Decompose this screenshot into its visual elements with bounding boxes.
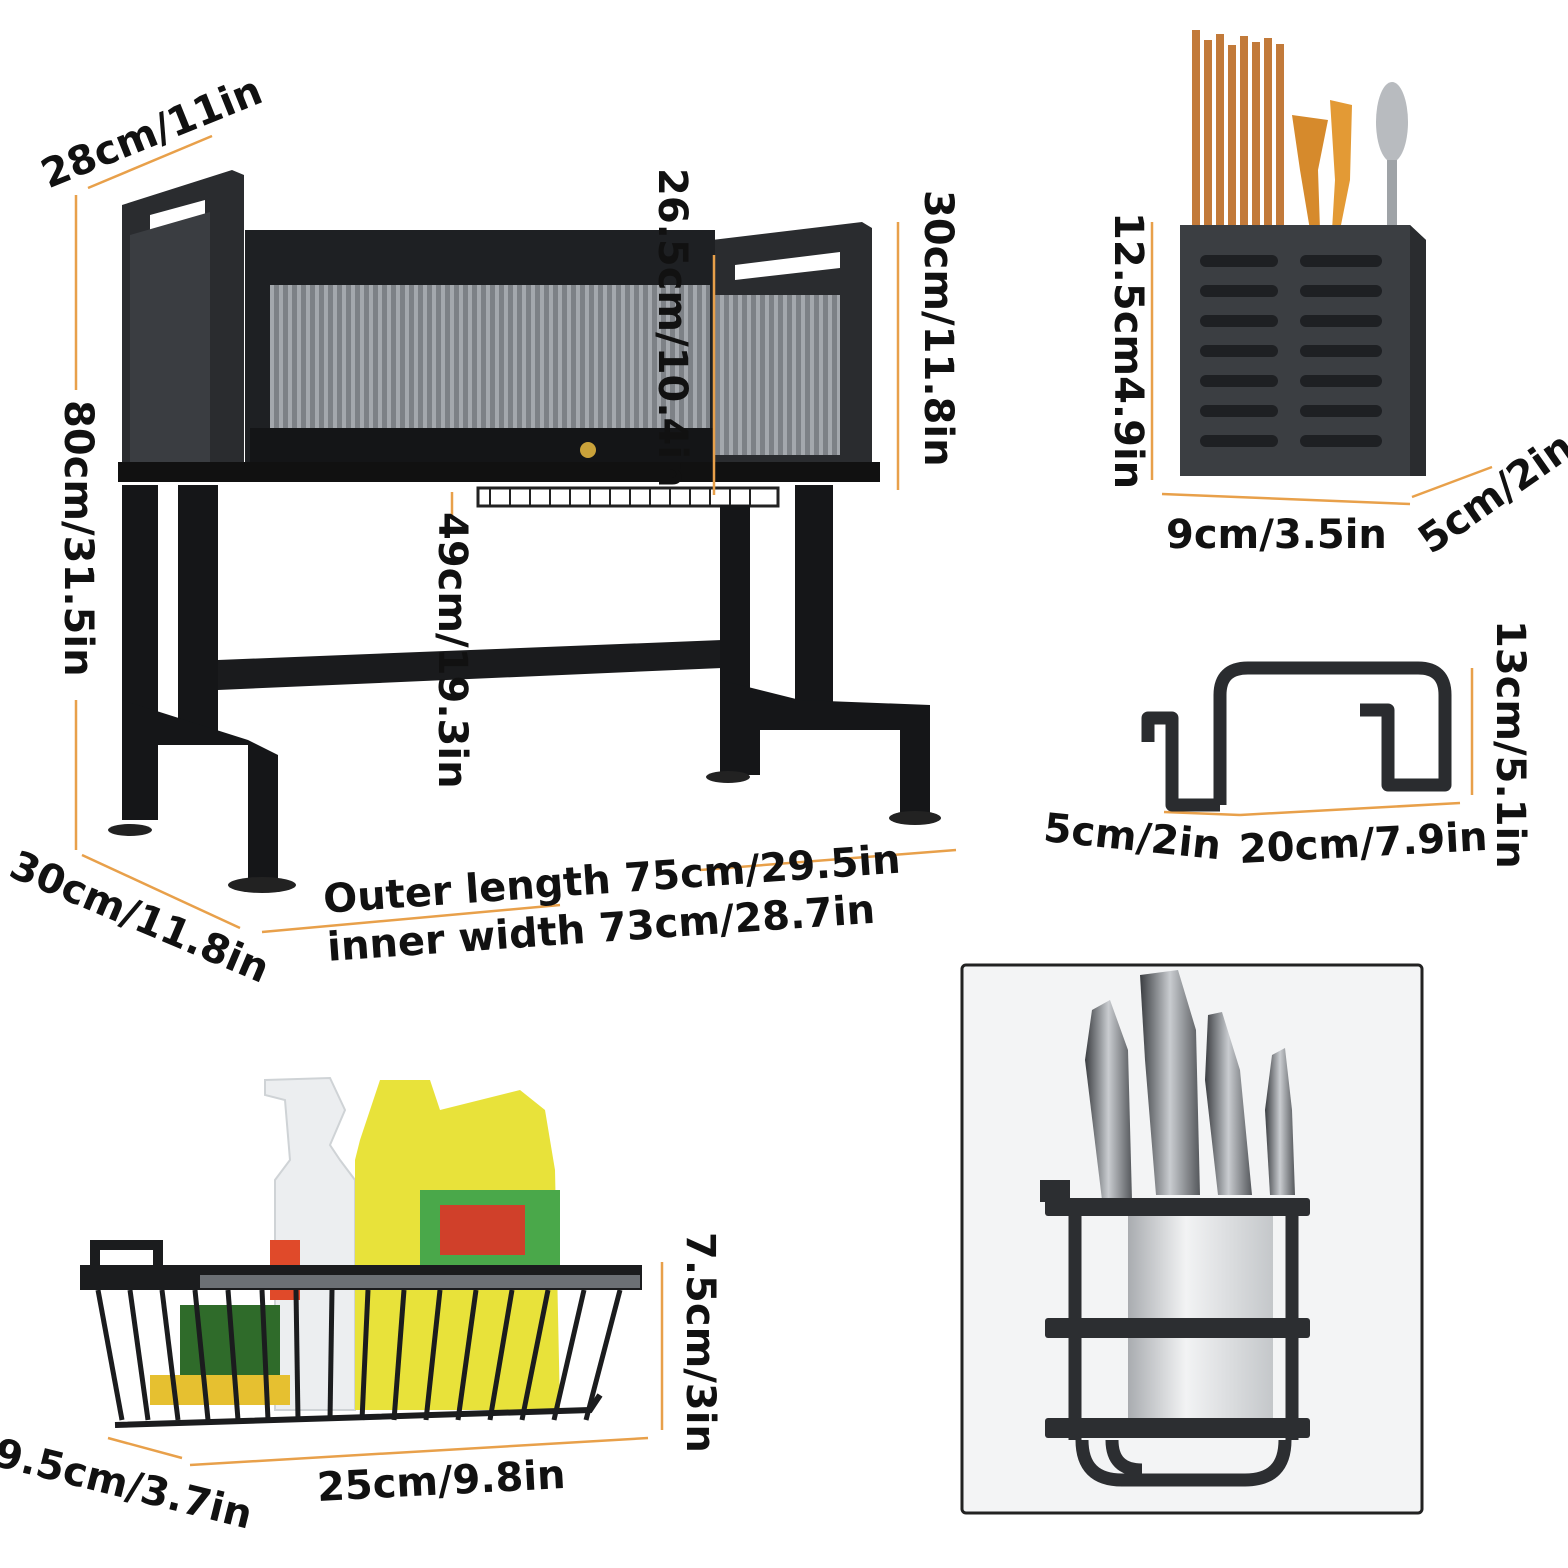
knife-block-icon <box>960 963 1424 1515</box>
dish-rack-illustration <box>108 170 941 893</box>
utensil-holder-height-label: 12.5cm4.9in <box>1105 212 1151 490</box>
hook-illustration <box>1141 661 1452 812</box>
hook-height-label: 13cm/5.1in <box>1487 620 1533 869</box>
utensil-holder-illustration <box>1180 30 1426 476</box>
side-height-label: 30cm/11.8in <box>915 190 961 467</box>
utensil-holder-width-label: 9cm/3.5in <box>1166 512 1387 558</box>
basket-height-label: 7.5cm/3in <box>677 1232 723 1453</box>
rack-height-label: 80cm/31.5in <box>55 400 101 677</box>
cabinet-height-label: 26.5cm/10.4in <box>649 168 695 488</box>
dimension-lines <box>74 134 1493 1467</box>
basket-illustration <box>80 1076 642 1428</box>
clearance-height-label: 49cm/19.3in <box>429 512 475 789</box>
